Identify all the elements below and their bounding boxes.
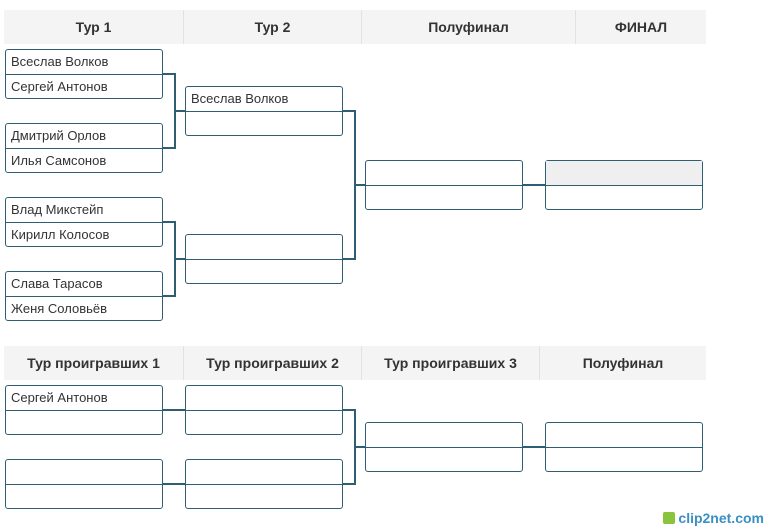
- player-slot[interactable]: [546, 186, 702, 210]
- player-slot[interactable]: [546, 161, 702, 186]
- connector-line: [174, 110, 186, 112]
- upper-r2-match-2: [185, 234, 343, 284]
- upper-r2-match-1: Всеслав Волков: [185, 86, 343, 136]
- header-losers-round-2: Тур проигравших 2: [184, 346, 362, 380]
- player-slot[interactable]: [186, 112, 342, 136]
- player-slot[interactable]: [186, 260, 342, 284]
- player-slot[interactable]: Сергей Антонов: [6, 386, 162, 411]
- lower-r3-match: [365, 422, 523, 472]
- connector-line: [163, 409, 186, 411]
- player-slot[interactable]: [546, 448, 702, 472]
- connector-line: [354, 184, 366, 186]
- upper-r1-match-1: Всеслав Волков Сергей Антонов: [5, 49, 163, 99]
- connector-line: [343, 483, 355, 485]
- header-round-1: Тур 1: [4, 10, 184, 44]
- connector-line: [163, 483, 186, 485]
- connector-line: [163, 221, 175, 223]
- player-slot[interactable]: [6, 460, 162, 485]
- player-slot[interactable]: Всеслав Волков: [6, 50, 162, 75]
- upper-r1-match-3: Влад Микстейп Кирилл Колосов: [5, 197, 163, 247]
- connector-line: [163, 295, 175, 297]
- lower-r1-match-1: Сергей Антонов: [5, 385, 163, 435]
- player-slot[interactable]: Сергей Антонов: [11, 79, 108, 94]
- lower-r1-match-2: [5, 459, 163, 509]
- player-slot[interactable]: [366, 186, 522, 210]
- player-slot[interactable]: Кирилл Колосов: [11, 227, 110, 242]
- header-losers-round-1: Тур проигравших 1: [4, 346, 184, 380]
- lower-r2-match-2: [185, 459, 343, 509]
- player-slot[interactable]: Дмитрий Орлов: [6, 124, 162, 149]
- player-slot[interactable]: [366, 161, 522, 186]
- connector-line: [523, 184, 546, 186]
- upper-semifinal-match: [365, 160, 523, 210]
- final-match: [545, 160, 703, 210]
- player-slot[interactable]: Илья Самсонов: [11, 153, 107, 168]
- header-final: ФИНАЛ: [576, 10, 706, 44]
- player-slot[interactable]: Женя Соловьёв: [11, 301, 108, 316]
- player-slot[interactable]: [366, 448, 522, 472]
- watermark-text: clip2net.com: [678, 510, 764, 526]
- upper-r1-match-2: Дмитрий Орлов Илья Самсонов: [5, 123, 163, 173]
- player-slot[interactable]: [186, 386, 342, 411]
- player-slot[interactable]: [366, 423, 522, 448]
- connector-line: [343, 409, 355, 411]
- lower-r2-match-1: [185, 385, 343, 435]
- player-slot[interactable]: Слава Тарасов: [6, 272, 162, 297]
- header-losers-round-3: Тур проигравших 3: [362, 346, 540, 380]
- player-slot[interactable]: Влад Микстейп: [6, 198, 162, 223]
- player-slot[interactable]: Всеслав Волков: [186, 87, 342, 112]
- player-slot[interactable]: [186, 411, 342, 435]
- header-semifinal: Полуфинал: [362, 10, 576, 44]
- player-slot[interactable]: [186, 460, 342, 485]
- connector-line: [343, 258, 355, 260]
- connector-line: [163, 73, 175, 75]
- upper-r1-match-4: Слава Тарасов Женя Соловьёв: [5, 271, 163, 321]
- connector-line: [163, 147, 175, 149]
- player-slot[interactable]: [186, 235, 342, 260]
- connector-line: [354, 446, 366, 448]
- connector-line: [174, 258, 186, 260]
- clip2net-logo-icon: [663, 512, 676, 524]
- player-slot[interactable]: [186, 485, 342, 509]
- connector-line: [343, 110, 355, 112]
- lower-semifinal-match: [545, 422, 703, 472]
- header-round-2: Тур 2: [184, 10, 362, 44]
- player-slot[interactable]: [6, 485, 162, 509]
- player-slot[interactable]: [546, 423, 702, 448]
- connector-line: [523, 446, 546, 448]
- player-slot[interactable]: [6, 411, 162, 435]
- watermark: clip2net.com: [663, 510, 764, 526]
- header-losers-semifinal: Полуфинал: [540, 346, 706, 380]
